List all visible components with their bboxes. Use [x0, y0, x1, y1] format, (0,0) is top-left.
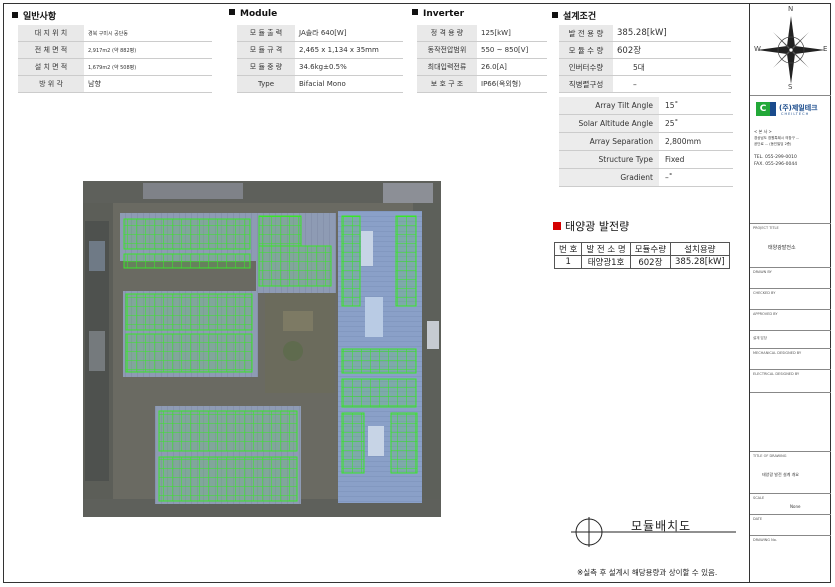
drawing-number-label: DRAWING No.	[753, 538, 777, 542]
table-row: Gradient–˚	[559, 168, 733, 187]
generation-title: 태양광 발전량	[553, 218, 629, 234]
inverter-section-title: Inverter	[412, 9, 464, 19]
general-section-title: 일반사항	[12, 9, 56, 22]
layout-drawing-label: 모듈배치도	[571, 514, 741, 548]
drawn-by-label: DRAWN BY	[753, 270, 772, 274]
company-name: (주)제일테크	[779, 104, 818, 112]
checked-by-label: CHECKED BY	[753, 291, 776, 295]
drawing-title-label: TITLE OF DRAWING	[753, 454, 787, 458]
pv-layout-drawing	[83, 181, 441, 517]
mechanical-designer-label: MECHANICAL DESIGNED BY	[753, 351, 802, 355]
table-row: 번 호 발 전 소 명 모듈수량 설치용량	[553, 242, 730, 256]
hq-address-line1: 경상남도 창원특례시 의창구 ...	[754, 136, 800, 140]
table-header: 번 호	[553, 242, 583, 256]
table-row: 직병렬구성–	[559, 75, 731, 93]
approved-by-label: APPROVED BY	[753, 312, 778, 316]
company-logo: C (주)제일테크 CHEILTECH	[756, 100, 826, 118]
table-header: 모듈수량	[629, 242, 672, 256]
project-title-label: PROJECT TITLE	[753, 226, 779, 230]
compass-n: N	[788, 5, 794, 13]
design-section-title: 설계조건	[552, 9, 596, 22]
company-tel: TEL. 055-299-0010	[754, 155, 797, 160]
generation-table: 번 호 발 전 소 명 모듈수량 설치용량 1 태양광1호 602장 385.2…	[553, 242, 730, 269]
compass-rose-icon	[757, 16, 825, 84]
table-header: 발 전 소 명	[581, 242, 631, 256]
electrical-designer-label: ELECTRICAL DESIGNED BY	[753, 372, 800, 376]
scale-value: None	[790, 504, 801, 509]
table-row: 1 태양광1호 602장 385.28[kW]	[553, 255, 730, 269]
layout-drawing-title: 모듈배치도	[631, 519, 692, 533]
hq-label: < 본 사 >	[754, 129, 772, 134]
section-marker-icon	[571, 517, 736, 547]
drawing-frame	[3, 3, 831, 583]
company-fax: FAX. 055-296-0044	[754, 162, 798, 167]
hq-address-line2: 공단로 ... (동인빌딩 2층)	[754, 142, 792, 146]
scale-label: SCALE	[753, 496, 765, 500]
company-logo-icon: C	[756, 102, 770, 116]
title-block: N S W E C (주)제일테크 CHEILTECH < 본 사 > 경상남도…	[749, 3, 831, 583]
table-header: 설치용량	[670, 242, 730, 256]
date-label: DATE	[753, 517, 763, 521]
compass-w: W	[754, 45, 761, 53]
company-sub: CHEILTECH	[781, 112, 810, 116]
project-title-value: 태양광발전소	[768, 245, 796, 251]
footnote: ※실측 후 설계시 해당용량과 상이할 수 있음.	[577, 568, 718, 577]
aerial-site-plan	[83, 181, 441, 517]
designer-label: 설계 담당	[753, 336, 767, 340]
compass-e: E	[823, 45, 828, 53]
module-section-title: Module	[229, 9, 277, 19]
compass-s: S	[788, 83, 793, 91]
drawing-title-value: 태양광 발전 설계 개요	[762, 472, 799, 477]
